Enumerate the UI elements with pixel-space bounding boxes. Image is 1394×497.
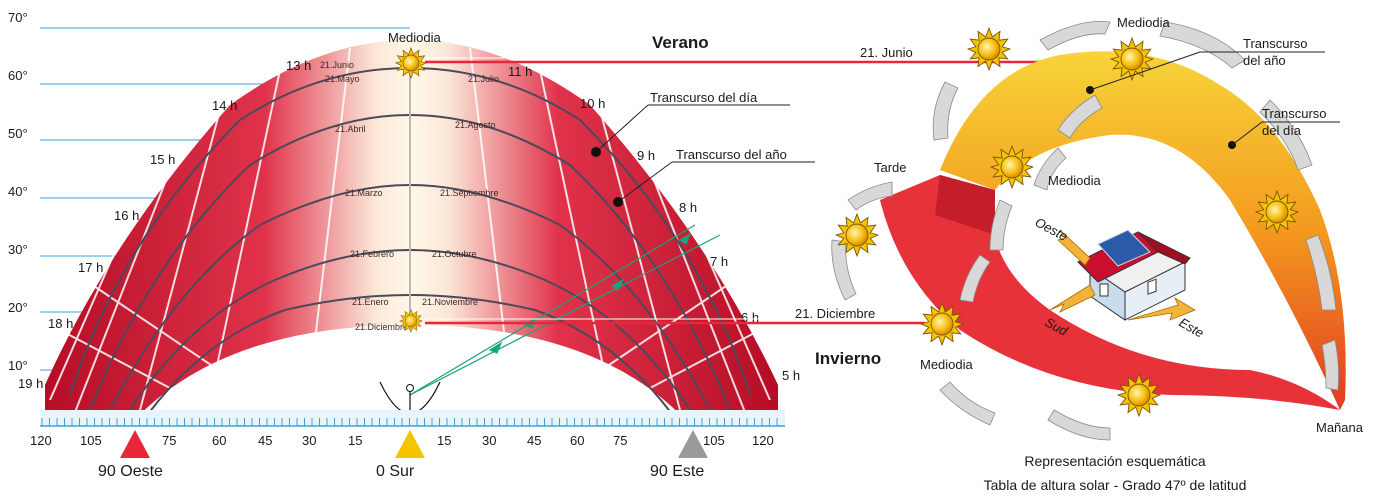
date-diciembre: 21.Diciembre — [355, 322, 408, 332]
hour-5: 5 h — [782, 368, 800, 383]
tick-70: 70° — [8, 10, 28, 25]
schematic-afternoon: Tarde — [874, 160, 907, 175]
hour-6: 6 h — [741, 310, 759, 325]
caption-line-2: Tabla de altura solar - Grado 47º de lat… — [984, 477, 1247, 493]
connector-lines — [425, 57, 1112, 325]
az-15-left: 15 — [348, 433, 362, 448]
date-octubre: 21.Octubre — [432, 249, 477, 259]
schematic-east: Este — [1177, 315, 1207, 341]
hour-8: 8 h — [679, 200, 697, 215]
tick-50: 50° — [8, 126, 28, 141]
az-30-left: 30 — [302, 433, 316, 448]
hour-10: 10 h — [580, 96, 605, 111]
schematic-day-course-2: del día — [1262, 123, 1302, 138]
az-15-right: 15 — [437, 433, 451, 448]
altitude-grid — [40, 27, 410, 371]
direction-south: 0 Sur — [376, 463, 415, 480]
day-course-label: Transcurso del día — [650, 90, 758, 105]
date-noviembre: 21.Noviembre — [422, 297, 478, 307]
west-marker-icon — [120, 430, 150, 458]
hour-14: 14 h — [212, 98, 237, 113]
schematic-noon-top: Mediodia — [1117, 15, 1171, 30]
hour-18: 18 h — [48, 316, 73, 331]
hour-9: 9 h — [637, 148, 655, 163]
schematic-west: Oeste — [1033, 214, 1071, 244]
az-75-left: 75 — [162, 433, 176, 448]
altitude-tick-labels: 70° 60° 50° 40° 30° 20° 10° — [8, 10, 28, 373]
az-45-left: 45 — [258, 433, 272, 448]
hour-16: 16 h — [114, 208, 139, 223]
date-agosto: 21.Agosto — [455, 120, 496, 130]
schematic-noon-bottom: Mediodia — [920, 357, 974, 372]
azimuth-axis-bar — [40, 410, 785, 426]
hour-11: 11 h — [508, 64, 532, 79]
date-febrero: 21.Febrero — [350, 249, 394, 259]
date-mayo: 21.Mayo — [325, 74, 360, 84]
compass-arrows — [1049, 229, 1196, 321]
east-marker-icon — [678, 430, 708, 458]
hour-labels: 19 h 18 h 17 h 16 h 15 h 14 h 13 h 11 h … — [18, 58, 800, 391]
sun-icon-1 — [967, 27, 1011, 71]
course-annotations: Transcurso del día Transcurso del año — [591, 90, 815, 207]
date-abril: 21.Abril — [335, 124, 366, 134]
noon-label-chart: Mediodia — [388, 30, 442, 45]
direction-east: 90 Este — [650, 463, 704, 480]
hour-19: 19 h — [18, 376, 43, 391]
schematic-morning: Mañana — [1316, 420, 1364, 435]
schematic-loop-band — [940, 51, 1346, 410]
year-course-label: Transcurso del año — [676, 147, 787, 162]
tick-30: 30° — [8, 242, 28, 257]
date-junio: 21.Junio — [320, 60, 354, 70]
schematic: Mediodia Mediodia Mediodia 21. Junio 21.… — [795, 15, 1364, 493]
azimuth-tick-labels: 120 105 75 60 45 30 15 15 30 45 60 75 10… — [30, 433, 774, 448]
tick-40: 40° — [8, 184, 28, 199]
schematic-year-course-1: Transcurso — [1243, 36, 1308, 51]
schematic-december: 21. Diciembre — [795, 306, 875, 321]
day-course-dot — [591, 147, 601, 157]
house-icon — [1077, 229, 1191, 321]
summer-label: Verano — [652, 33, 709, 52]
hour-15: 15 h — [150, 152, 175, 167]
tick-10: 10° — [8, 358, 28, 373]
year-course-dot — [613, 197, 623, 207]
date-labels: 21.Junio 21.Mayo 21.Abril 21.Marzo 21.Fe… — [320, 60, 499, 332]
az-30-right: 30 — [482, 433, 496, 448]
tick-60: 60° — [8, 68, 28, 83]
hour-17: 17 h — [78, 260, 103, 275]
schematic-june: 21. Junio — [860, 45, 913, 60]
az-105-left: 105 — [80, 433, 102, 448]
date-julio: 21.Julio — [468, 74, 499, 84]
az-45-right: 45 — [527, 433, 541, 448]
az-75-right: 75 — [613, 433, 627, 448]
winter-label: Invierno — [815, 349, 881, 368]
az-120-right: 120 — [752, 433, 774, 448]
date-enero: 21.Enero — [352, 297, 389, 307]
hour-13: 13 h — [286, 58, 311, 73]
tick-20: 20° — [8, 300, 28, 315]
observer-icon — [379, 381, 441, 414]
hour-7: 7 h — [710, 254, 728, 269]
az-120-left: 120 — [30, 433, 52, 448]
azimuth-minor-ticks — [41, 418, 778, 426]
az-60-left: 60 — [212, 433, 226, 448]
south-marker-icon — [395, 430, 425, 458]
az-60-right: 60 — [570, 433, 584, 448]
direction-west: 90 Oeste — [98, 463, 163, 480]
schematic-noon-mid: Mediodia — [1048, 173, 1102, 188]
schematic-day-course-1: Transcurso — [1262, 106, 1327, 121]
schematic-year-course-2: del año — [1243, 53, 1286, 68]
date-marzo: 21.Marzo — [345, 188, 383, 198]
date-septiembre: 21.Septiembre — [440, 188, 499, 198]
az-105-right: 105 — [703, 433, 725, 448]
caption-line-1: Representación esquemática — [1024, 453, 1206, 469]
